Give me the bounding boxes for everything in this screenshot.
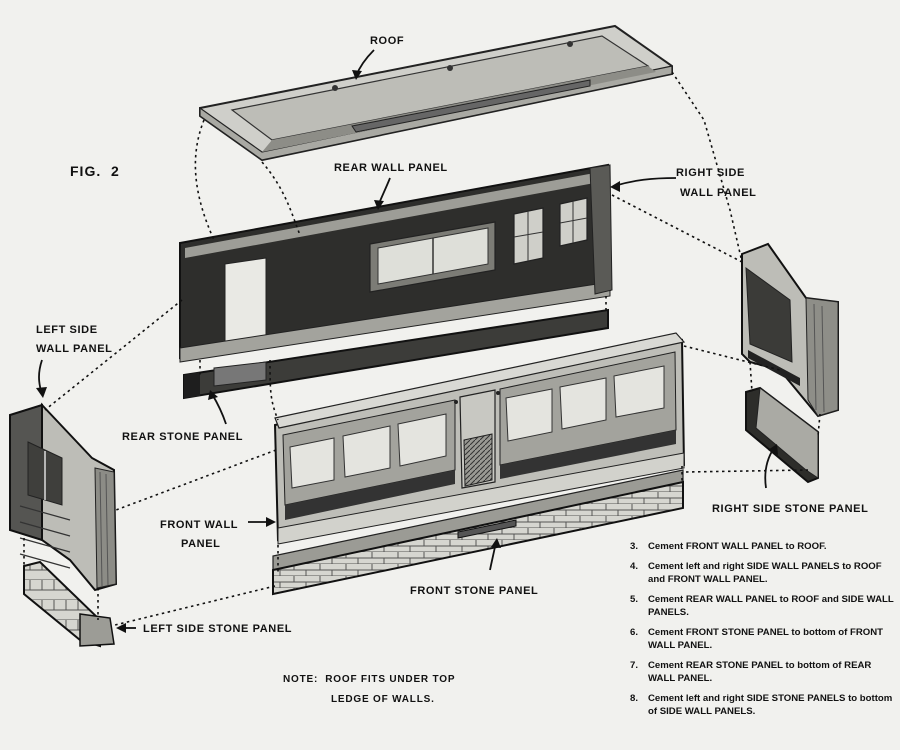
roof-part bbox=[199, 24, 673, 162]
rear-stone-panel-part bbox=[183, 308, 609, 400]
label-leaders bbox=[36, 49, 778, 633]
guide-right-stone-b bbox=[817, 413, 821, 437]
assembly-note: NOTE: ROOF FITS UNDER TOP LEDGE OF WALLS… bbox=[283, 670, 455, 710]
label-right-side-stone-panel: RIGHT SIDE STONE PANEL bbox=[712, 503, 868, 515]
guide-front-right bbox=[683, 345, 781, 371]
label-left-side-wall-line2: WALL PANEL bbox=[36, 343, 112, 355]
left-side-stone-panel-part bbox=[23, 560, 115, 648]
front-wall-panel-part bbox=[273, 332, 686, 545]
figure-label: FIG. 2 bbox=[70, 163, 120, 179]
label-front-wall-line2: PANEL bbox=[181, 538, 220, 550]
label-left-side-stone-panel: LEFT SIDE STONE PANEL bbox=[143, 623, 292, 635]
assembly-guide-lines bbox=[23, 71, 821, 626]
label-front-stone-panel: FRONT STONE PANEL bbox=[410, 585, 538, 597]
right-side-wall-panel-part bbox=[741, 242, 839, 418]
instruction-step: 7. Cement REAR STONE PANEL to bottom of R… bbox=[630, 659, 895, 685]
guide-rear-left-side bbox=[44, 299, 183, 411]
guide-left-stone-front bbox=[114, 585, 276, 626]
guide-roof-rear-left bbox=[194, 119, 215, 241]
label-rear-wall-panel: REAR WALL PANEL bbox=[334, 162, 448, 174]
step-text: Cement left and right SIDE WALL PANELS t… bbox=[648, 561, 882, 585]
left-side-wall-panel-part bbox=[9, 402, 118, 592]
instruction-step: 8. Cement left and right SIDE STONE PANEL… bbox=[630, 692, 895, 718]
instruction-step: 4. Cement left and right SIDE WALL PANELS… bbox=[630, 560, 895, 586]
step-text: Cement FRONT WALL PANEL to ROOF. bbox=[648, 541, 827, 552]
rear-wall-panel-part bbox=[179, 163, 613, 363]
step-text: Cement left and right SIDE STONE PANELS … bbox=[648, 693, 893, 717]
step-number: 5. bbox=[630, 594, 639, 605]
guide-rear-front bbox=[269, 359, 279, 421]
guide-front-left bbox=[115, 449, 277, 511]
guide-front-right-stone bbox=[685, 469, 809, 473]
step-number: 8. bbox=[630, 693, 639, 704]
note-line-2: LEDGE OF WALLS. bbox=[331, 694, 435, 705]
instruction-step: 6. Cement FRONT STONE PANEL to bottom of … bbox=[630, 626, 895, 652]
label-rear-stone-panel: REAR STONE PANEL bbox=[122, 431, 243, 443]
step-number: 3. bbox=[630, 541, 639, 552]
label-left-side-wall-line1: LEFT SIDE bbox=[36, 324, 98, 336]
note-line-1: NOTE: ROOF FITS UNDER TOP bbox=[283, 674, 456, 685]
step-number: 4. bbox=[630, 561, 639, 572]
leader-rear-stone bbox=[211, 393, 227, 425]
leader-right-side-wall bbox=[613, 177, 677, 187]
step-text: Cement FRONT STONE PANEL to bottom of FR… bbox=[648, 627, 884, 651]
label-roof: ROOF bbox=[370, 35, 404, 47]
label-front-wall-line1: FRONT WALL bbox=[160, 519, 238, 531]
assembly-instructions: 3. Cement FRONT WALL PANEL to ROOF. 4. Cem… bbox=[630, 540, 895, 725]
guide-rear-right bbox=[611, 194, 743, 263]
instruction-step: 3. Cement FRONT WALL PANEL to ROOF. bbox=[630, 540, 895, 553]
instruction-step: 5. Cement REAR WALL PANEL to ROOF and SID… bbox=[630, 593, 895, 619]
front-stone-panel-part bbox=[272, 469, 684, 596]
step-number: 7. bbox=[630, 660, 639, 671]
label-right-side-wall-line2: WALL PANEL bbox=[680, 187, 756, 199]
step-text: Cement REAR WALL PANEL to ROOF and SIDE … bbox=[648, 594, 894, 618]
step-number: 6. bbox=[630, 627, 639, 638]
step-text: Cement REAR STONE PANEL to bottom of REA… bbox=[648, 660, 872, 684]
right-side-stone-panel-part bbox=[745, 386, 819, 484]
label-right-side-wall-line1: RIGHT SIDE bbox=[676, 167, 745, 179]
leader-right-side-stone bbox=[764, 447, 775, 489]
guide-right-stone-a bbox=[749, 361, 753, 393]
